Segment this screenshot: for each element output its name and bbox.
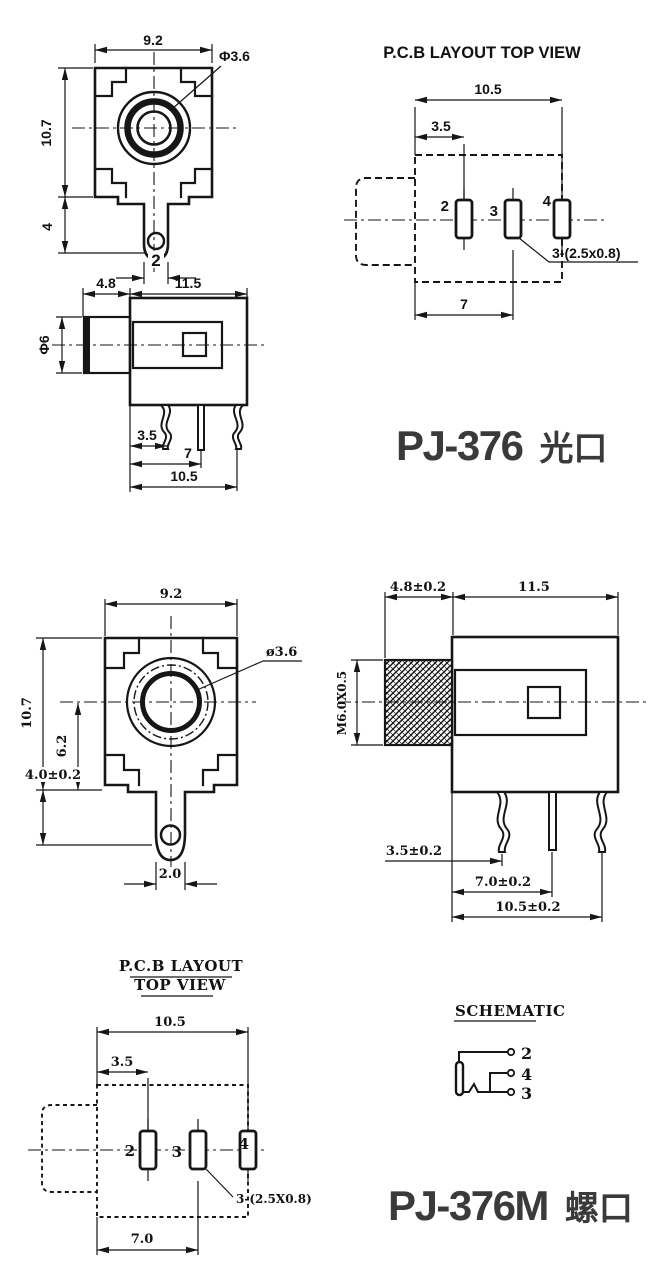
dim-body-length: 11.5	[175, 275, 202, 291]
hole-note-leader	[205, 1168, 234, 1198]
pj376m-front-view: 9.2 ø3.6 10.7 6.2 4.0±0.2 2.0	[12, 587, 302, 890]
dim-pin1-offset: 3.5	[137, 427, 157, 443]
dim-height: 10.7	[20, 697, 35, 729]
pad-2	[138, 1129, 158, 1171]
pj376m-schematic: SCHEMATIC 2 4 3	[454, 1002, 565, 1103]
wire-terminal-2	[458, 1051, 507, 1062]
body-footprint	[96, 1084, 249, 1218]
corner-step-br	[179, 167, 214, 199]
dim-tab-width: 2	[151, 251, 160, 270]
dim-height: 10.7	[38, 119, 54, 146]
pin-curved-right	[231, 404, 246, 450]
corner-step-bl	[103, 753, 141, 787]
pj376-model-label: PJ-376 光口	[396, 421, 607, 470]
corner-step-tl	[93, 66, 128, 98]
pad-label-4: 4	[543, 193, 552, 210]
dim-thread-spec: M6.0X0.5	[335, 671, 349, 735]
tab-hole	[146, 231, 166, 251]
barrel-footprint	[41, 1104, 97, 1193]
pcb-layout-title: P.C.B LAYOUT TOP VIEW	[383, 44, 581, 62]
pj376m-model-label: PJ-376M 螺口	[388, 1181, 633, 1230]
dim-body-length: 11.5	[518, 580, 550, 595]
dim-tab-depth: 4.0±0.2	[25, 768, 81, 783]
pj376-pcb-layout: P.C.B LAYOUT TOP VIEW 10.5 3.5 2 3 4 3-(…	[344, 44, 638, 320]
dim-jack-dia: Φ3.6	[219, 48, 250, 64]
pcb-layout-title-line2: TOP VIEW	[134, 976, 226, 994]
corner-step-br	[201, 753, 239, 787]
dim-overall: 10.5	[474, 81, 501, 97]
dim-pin2-offset: 7	[184, 445, 192, 461]
terminal-4-label: 4	[521, 1065, 532, 1084]
corner-step-bl	[93, 167, 128, 199]
pad-4	[552, 198, 572, 240]
wire-terminal-4	[489, 1072, 507, 1092]
pad-3	[188, 1129, 208, 1171]
pad-label-4: 4	[239, 1135, 249, 1153]
terminal-2-node	[506, 1047, 516, 1057]
pj376-model-name: PJ-376	[396, 422, 524, 469]
pj376m-type-label: 螺口	[564, 1190, 633, 1228]
pin-curved-left	[494, 791, 511, 853]
jack-outer-circle	[116, 90, 192, 166]
dim-barrel-length: 4.8±0.2	[390, 580, 446, 595]
pad-label-2: 2	[125, 1142, 135, 1160]
pj376m-side-view: 4.8±0.2 11.5 M6.0X0.5 3.5±0.2 7.0±0.2 10…	[335, 580, 650, 922]
barrel-footprint	[355, 177, 415, 266]
body-footprint	[414, 154, 563, 283]
terminal-4-node	[506, 1068, 516, 1078]
dim-pin3-offset: 10.5	[170, 468, 197, 484]
corner-step-tr	[201, 636, 239, 670]
pin-curved-left	[158, 404, 173, 450]
pj376m-model-name: PJ-376M	[388, 1182, 549, 1229]
pin-curved-right	[593, 791, 610, 853]
dim-barrel-length: 4.8	[96, 275, 116, 291]
body	[450, 635, 620, 794]
corner-step-tl	[103, 636, 141, 670]
pad-2	[454, 198, 474, 240]
pcb-layout-title-line1: P.C.B LAYOUT	[119, 957, 244, 975]
pin-straight	[197, 404, 205, 451]
hole-note: 3-(2.5x0.8)	[552, 245, 620, 261]
pad-label-3: 3	[172, 1143, 182, 1161]
dim-barrel-dia: Φ6	[36, 335, 52, 354]
dim-width: 9.2	[160, 587, 183, 602]
body	[128, 296, 249, 407]
dim-pin2-offset: 7.0±0.2	[475, 875, 531, 890]
hole-note: 3-(2.5X0.8)	[236, 1192, 312, 1206]
wire-terminal-3	[464, 1081, 507, 1093]
schematic-title: SCHEMATIC	[455, 1002, 565, 1020]
dim-tab-width: 2.0	[159, 867, 182, 882]
dim-width: 9.2	[143, 32, 163, 48]
pj376-type-label: 光口	[539, 430, 608, 468]
dim-pin1-offset: 3.5±0.2	[386, 844, 442, 859]
pad-3	[503, 198, 523, 240]
pj376-front-view: 9.2 Φ3.6 10.7 4 2	[38, 32, 250, 284]
pj376m-pcb-layout: P.C.B LAYOUT TOP VIEW 10.5 3.5 2 3 4 3-(…	[28, 957, 312, 1255]
jack-dia-leader	[196, 660, 302, 691]
corner-step-tr	[179, 66, 214, 98]
pad-label-2: 2	[441, 198, 449, 215]
dim-pin3-offset: 7.0	[131, 1232, 154, 1247]
pj376-side-view: 4.8 11.5 Φ6 3.5 7 10.5	[36, 275, 268, 492]
dim-pin3-offset: 7	[460, 296, 468, 312]
dim-pin2-offset: 3.5	[111, 1055, 134, 1070]
dim-pin3-offset: 10.5±0.2	[495, 900, 560, 915]
dim-tab-depth: 4	[39, 223, 55, 231]
terminal-3-node	[506, 1087, 516, 1097]
terminal-3-label: 3	[521, 1084, 532, 1103]
terminal-2-label: 2	[521, 1044, 532, 1063]
hole-note-leader	[518, 237, 638, 263]
dim-overall: 10.5	[154, 1015, 186, 1030]
pad-label-3: 3	[490, 203, 498, 220]
dim-jack-dia: ø3.6	[266, 645, 297, 660]
plug-sleeve-symbol	[454, 1060, 465, 1097]
dim-center-offset: 6.2	[55, 735, 70, 758]
dim-pin2-offset: 3.5	[431, 118, 451, 134]
pin-straight	[548, 791, 557, 851]
jack-dia-leader	[171, 65, 222, 110]
